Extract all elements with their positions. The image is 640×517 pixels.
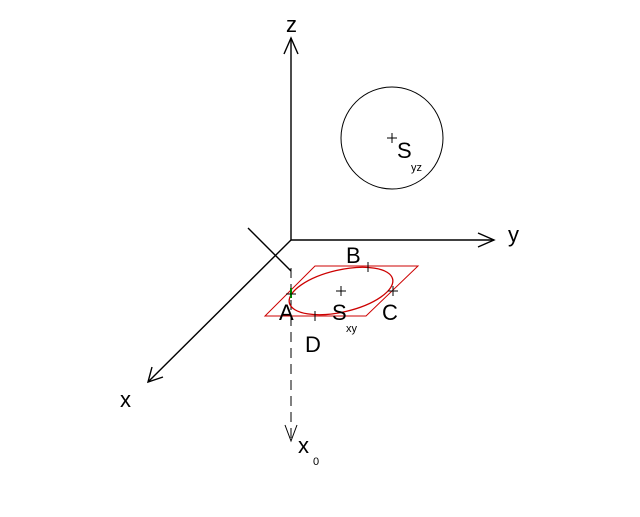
syz-label: S: [397, 138, 412, 163]
y-axis-label: y: [508, 222, 519, 247]
z-axis-label: z: [286, 12, 297, 37]
x-axis: [147, 239, 292, 383]
xy-projection-ellipse: [288, 266, 394, 316]
x0-arrowhead: [284, 424, 298, 443]
point-c-label: C: [382, 300, 398, 325]
syz-subscript: yz: [411, 162, 422, 174]
y-axis-arrowhead: [477, 232, 496, 248]
point-b-label: B: [346, 243, 361, 268]
xy-parallelogram: [263, 265, 420, 317]
x0-subscript: 0: [313, 456, 319, 468]
point-d-label: D: [305, 332, 321, 357]
x0-label: x: [298, 433, 309, 458]
sxy-label: S: [332, 300, 347, 325]
origin-cross-line: [247, 227, 292, 272]
point-a-label: A: [279, 300, 294, 325]
x-axis-label: x: [120, 387, 131, 412]
z-axis-arrowhead: [283, 36, 299, 55]
x-axis-arrowhead: [146, 366, 164, 384]
sxy-subscript: xy: [346, 323, 358, 335]
yz-projection-circle: [340, 86, 444, 190]
